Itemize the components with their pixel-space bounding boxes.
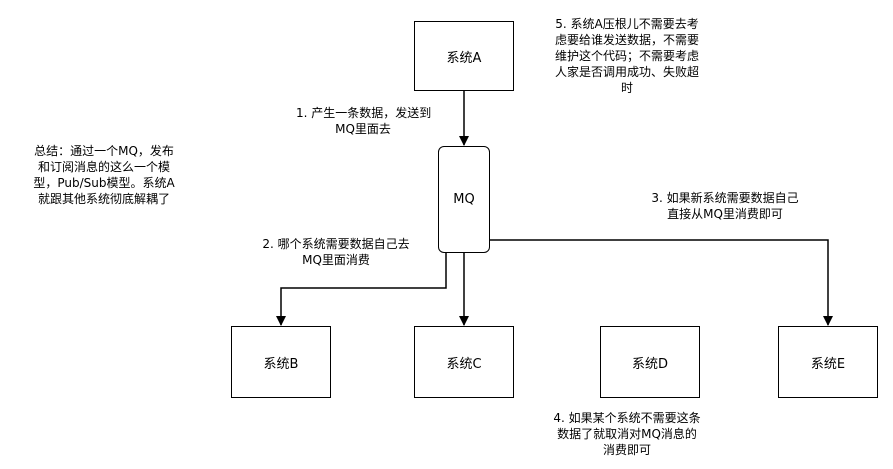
summary-line: 型，Pub/Sub模型。系统A	[33, 176, 175, 190]
node-system-c-label: 系统C	[446, 356, 482, 372]
note-1-line: 1. 产生一条数据，发送到	[296, 106, 432, 120]
summary-line: 总结：通过一个MQ，发布	[34, 144, 174, 158]
summary-note: 总结：通过一个MQ，发布 和订阅消息的这么一个模 型，Pub/Sub模型。系统A…	[22, 143, 186, 207]
note-5-line: 时	[620, 81, 633, 95]
note-2-line: MQ里面消费	[302, 253, 370, 267]
node-mq-label: MQ	[453, 192, 475, 207]
node-system-b: 系统B	[231, 326, 331, 398]
note-2: 2. 哪个系统需要数据自己去 MQ里面消费	[254, 236, 418, 268]
note-3: 3. 如果新系统需要数据自己 直接从MQ里消费即可	[643, 190, 807, 222]
node-system-e: 系统E	[778, 326, 878, 398]
note-1: 1. 产生一条数据，发送到 MQ里面去	[296, 105, 432, 137]
node-system-a-label: 系统A	[446, 50, 482, 66]
node-system-b-label: 系统B	[263, 356, 299, 372]
note-4: 4. 如果某个系统不需要这条 数据了就取消对MQ消息的 消费即可	[545, 410, 709, 458]
note-5-line: 5. 系统A压根儿不需要去考	[555, 17, 699, 31]
summary-line: 和订阅消息的这么一个模	[37, 160, 170, 174]
note-5: 5. 系统A压根儿不需要去考 虑要给谁发送数据，不需要 维护这个代码；不需要考虑…	[545, 16, 709, 96]
note-3-line: 3. 如果新系统需要数据自己	[651, 191, 799, 205]
node-system-d: 系统D	[600, 326, 700, 398]
note-3-line: 直接从MQ里消费即可	[667, 207, 783, 221]
note-5-line: 维护这个代码；不需要考虑	[554, 49, 699, 63]
node-mq: MQ	[438, 146, 490, 253]
node-system-e-label: 系统E	[810, 356, 846, 372]
summary-line: 就跟其他系统彻底解耦了	[37, 192, 170, 206]
note-4-line: 数据了就取消对MQ消息的	[557, 427, 697, 441]
note-1-line: MQ里面去	[335, 122, 391, 136]
node-system-d-label: 系统D	[631, 356, 668, 372]
note-4-line: 消费即可	[602, 443, 651, 457]
arrow-mq-to-b	[276, 253, 447, 326]
note-5-line: 虑要给谁发送数据，不需要	[554, 33, 699, 47]
note-2-line: 2. 哪个系统需要数据自己去	[262, 237, 410, 251]
arrow-mq-to-e	[490, 239, 833, 326]
node-system-c: 系统C	[414, 326, 514, 398]
note-5-line: 人家是否调用成功、失败超	[554, 65, 699, 79]
node-system-a: 系统A	[414, 21, 514, 91]
note-4-line: 4. 如果某个系统不需要这条	[553, 411, 701, 425]
